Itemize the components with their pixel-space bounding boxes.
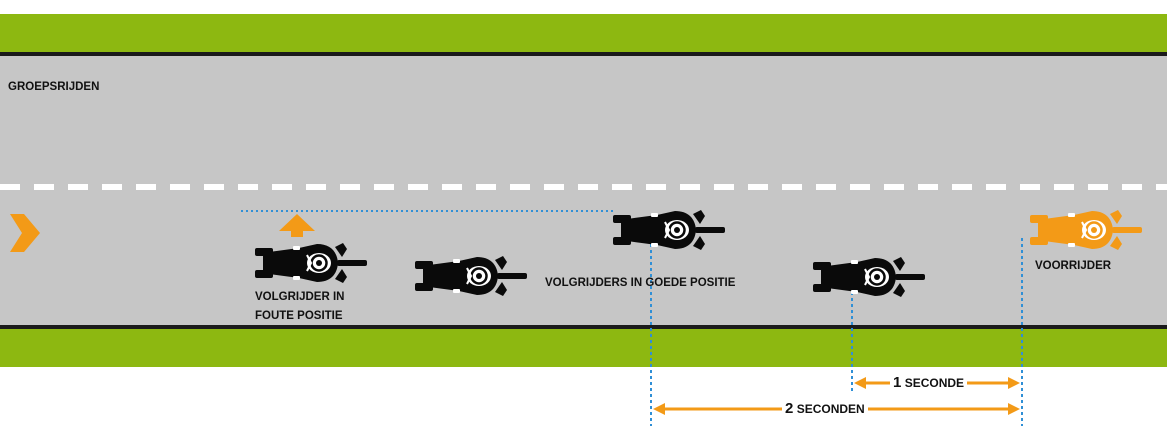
arrow-right-icon bbox=[10, 214, 40, 252]
arrow-up-icon bbox=[279, 214, 315, 237]
road bbox=[0, 56, 1167, 325]
road-edge-top bbox=[0, 52, 1167, 56]
label-wrong-position-line2: FOUTE POSITIE bbox=[255, 310, 343, 322]
grass-top bbox=[0, 14, 1167, 52]
distance-unit: SECONDEN bbox=[796, 402, 865, 416]
distance-number: 2 bbox=[785, 400, 794, 417]
road-edge-bottom bbox=[0, 325, 1167, 329]
distance-unit: SECONDE bbox=[904, 376, 965, 390]
diagram-title: GROEPSRIJDEN bbox=[8, 81, 100, 93]
label-leader: VOORRIJDER bbox=[1035, 260, 1112, 272]
distance-label-1-second: 1 SECONDE bbox=[890, 374, 968, 391]
distance-number: 1 bbox=[893, 374, 902, 391]
label-good-position: VOLGRIJDERS IN GOEDE POSITIE bbox=[545, 277, 736, 289]
grass-bottom bbox=[0, 329, 1167, 367]
label-wrong-position-line1: VOLGRIJDER IN bbox=[255, 291, 345, 303]
distance-label-2-seconds: 2 SECONDEN bbox=[782, 401, 868, 417]
